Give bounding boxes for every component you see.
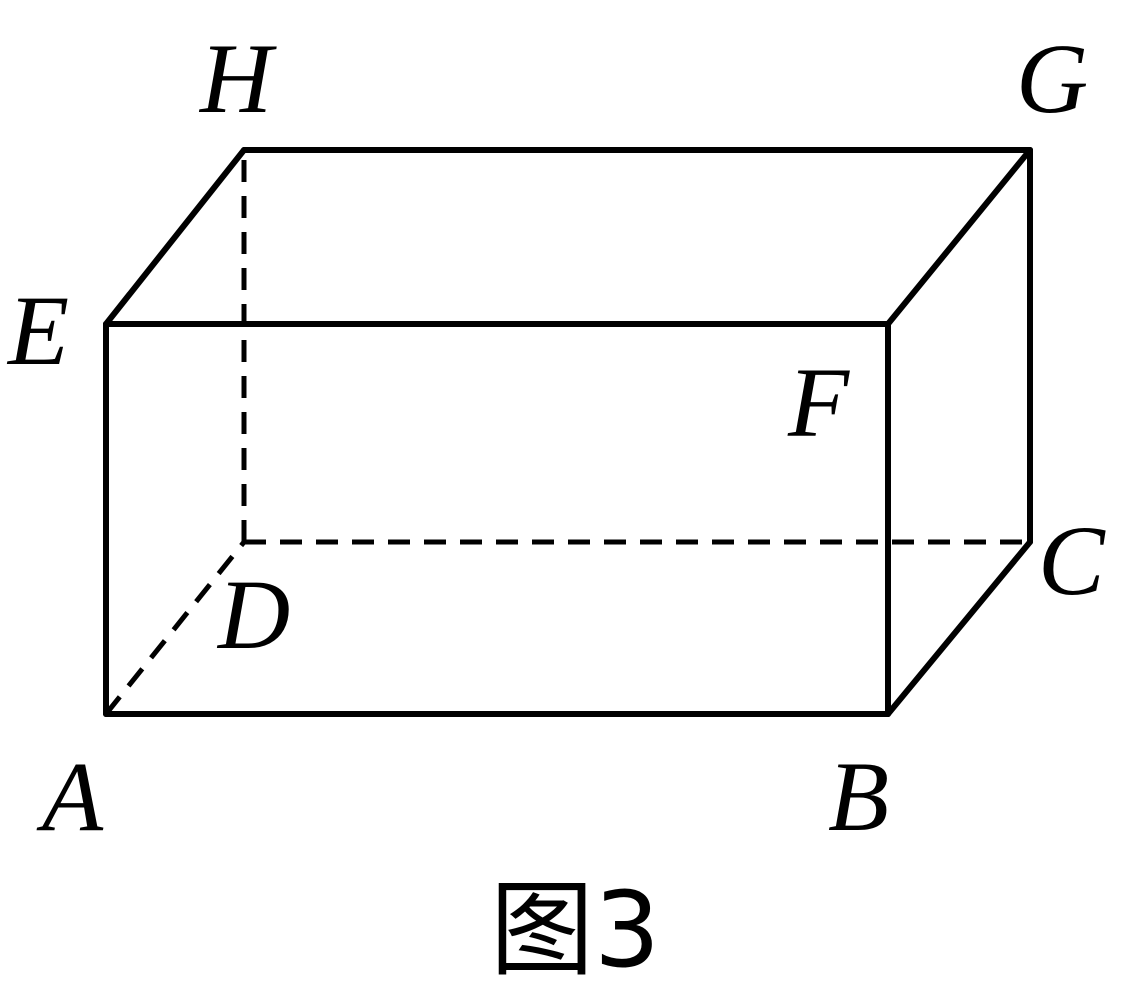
vertex-label-f: F (787, 347, 850, 458)
vertex-label-e: E (6, 275, 69, 386)
vertex-label-c: C (1038, 505, 1106, 616)
edge-BC (885, 539, 1033, 717)
edge-EH (103, 147, 247, 327)
vertex-label-a: A (36, 741, 104, 852)
edge-FG (885, 147, 1033, 327)
vertex-label-g: G (1016, 23, 1088, 134)
vertex-label-b: B (828, 741, 889, 852)
figure-caption: 图3 (490, 869, 660, 988)
vertex-label-d: D (216, 559, 290, 670)
edge-AD (104, 540, 246, 716)
vertex-label-h: H (198, 23, 277, 134)
